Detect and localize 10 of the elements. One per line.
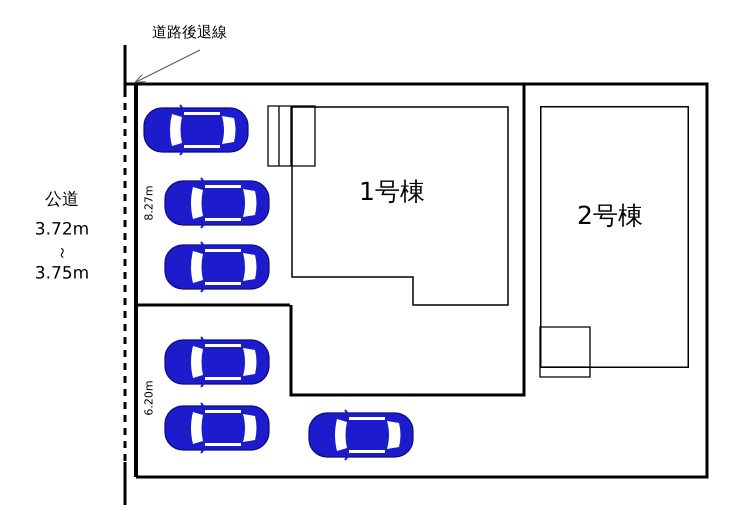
building-label: 1号棟 [359,179,425,204]
dimension-label: 8.27m [144,185,154,221]
road-label: 公道 [45,192,79,208]
building-label: 2号棟 [577,203,643,228]
dimension-label: 3.72m [34,222,90,238]
callout-text: 道路後退線 [152,25,227,40]
dimension-label: 3.75m [34,266,90,282]
leader-line [134,50,200,83]
range-mark: ～ [54,244,70,262]
dimension-label: 6.20m [144,380,154,416]
